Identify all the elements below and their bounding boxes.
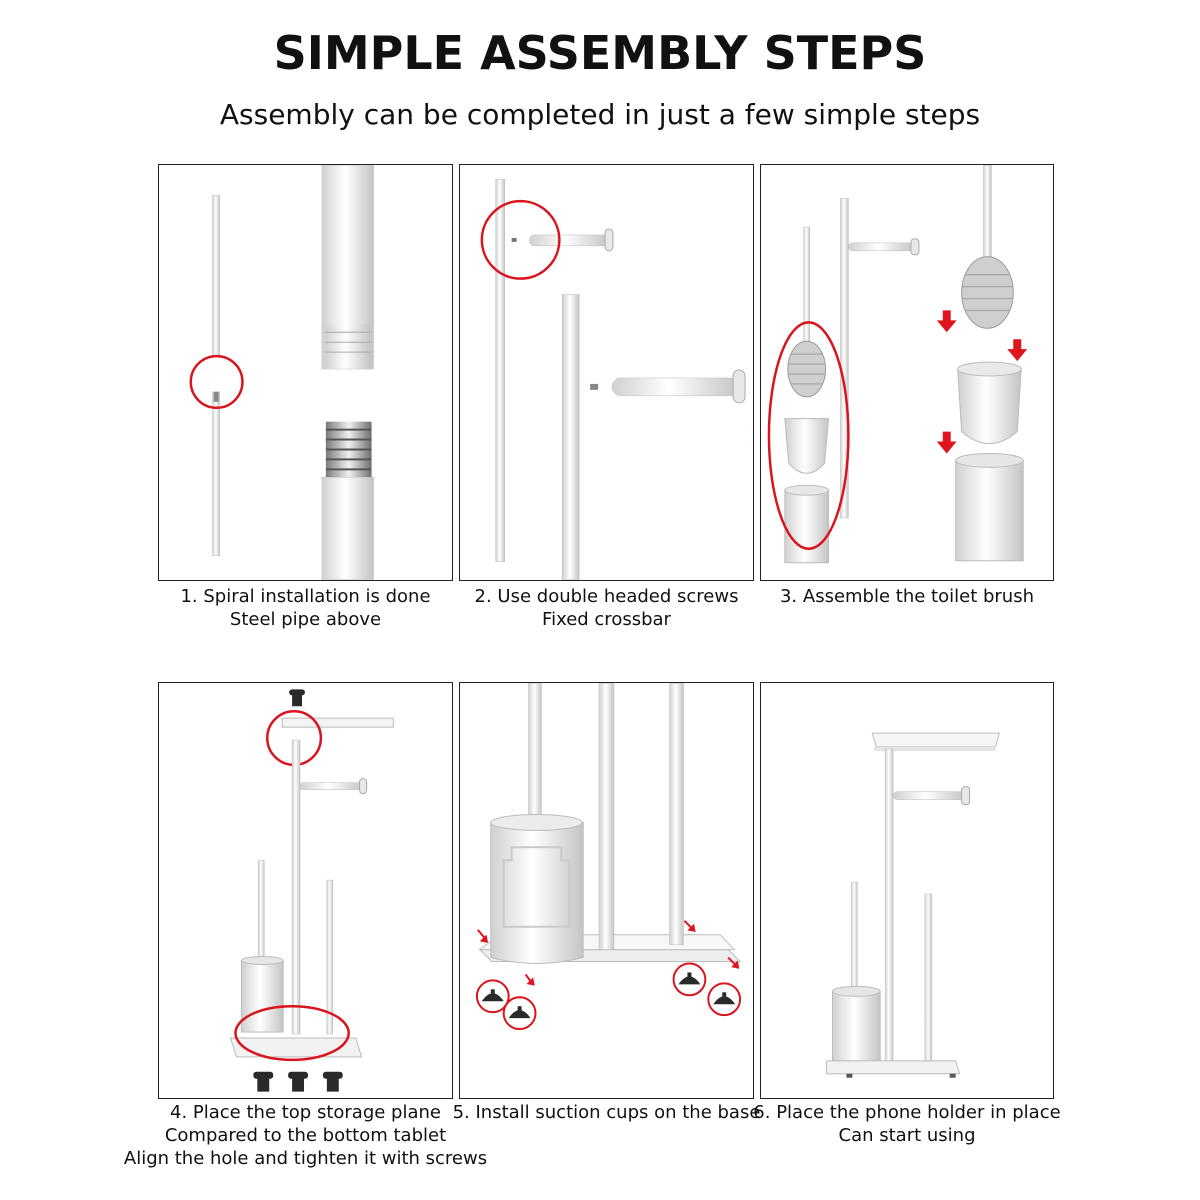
highlight-circle bbox=[189, 354, 244, 410]
step-2-caption: 2. Use double headed screws Fixed crossb… bbox=[421, 585, 792, 631]
page-title: SIMPLE ASSEMBLY STEPS bbox=[273, 26, 927, 80]
page-subtitle: Assembly can be completed in just a few … bbox=[219, 98, 981, 131]
caption-line: Fixed crossbar bbox=[542, 609, 671, 630]
caption-line: 2. Use double headed screws bbox=[474, 586, 739, 607]
screw-icon bbox=[289, 689, 306, 707]
step-3-panel bbox=[760, 164, 1054, 581]
down-arrow-icon bbox=[936, 310, 1028, 454]
step-1-illustration bbox=[189, 165, 374, 580]
highlight-circle bbox=[480, 199, 561, 280]
caption-line: Steel pipe above bbox=[229, 609, 382, 630]
step-4-caption: 4. Place the top storage plane Compared … bbox=[120, 1101, 491, 1170]
step-6-panel bbox=[760, 682, 1054, 1099]
caption-line: 5. Install suction cups on the base bbox=[452, 1102, 761, 1123]
caption-line: Can start using bbox=[838, 1125, 976, 1146]
step-6-caption: 6. Place the phone holder in place Can s… bbox=[720, 1101, 1094, 1147]
step-5-illustration bbox=[475, 683, 742, 1031]
highlight-circle bbox=[234, 1004, 350, 1062]
step-1-caption: 1. Spiral installation is done Steel pip… bbox=[120, 585, 491, 631]
step-2-illustration bbox=[480, 179, 746, 580]
caption-line: 4. Place the top storage plane bbox=[170, 1102, 441, 1123]
caption-line: Align the hole and tighten it with screw… bbox=[123, 1148, 488, 1169]
step-5-panel bbox=[459, 682, 754, 1099]
step-4-panel bbox=[158, 682, 453, 1099]
step-3-caption: 3. Assemble the toilet brush bbox=[720, 585, 1094, 608]
screw-icon bbox=[253, 1071, 343, 1092]
caption-line: 6. Place the phone holder in place bbox=[753, 1102, 1061, 1123]
step-5-caption: 5. Install suction cups on the base bbox=[421, 1101, 792, 1124]
suction-cup-icon bbox=[475, 962, 742, 1031]
step-2-panel bbox=[459, 164, 754, 581]
caption-line: 1. Spiral installation is done bbox=[180, 586, 431, 607]
step-4-illustration bbox=[229, 689, 394, 1092]
arrow-icon bbox=[477, 920, 740, 986]
step-1-panel bbox=[158, 164, 453, 581]
highlight-circle bbox=[767, 321, 850, 551]
step-6-illustration bbox=[826, 732, 1001, 1078]
caption-line: 3. Assemble the toilet brush bbox=[779, 586, 1034, 607]
step-3-illustration bbox=[767, 165, 1028, 564]
caption-line: Compared to the bottom tablet bbox=[164, 1125, 447, 1146]
